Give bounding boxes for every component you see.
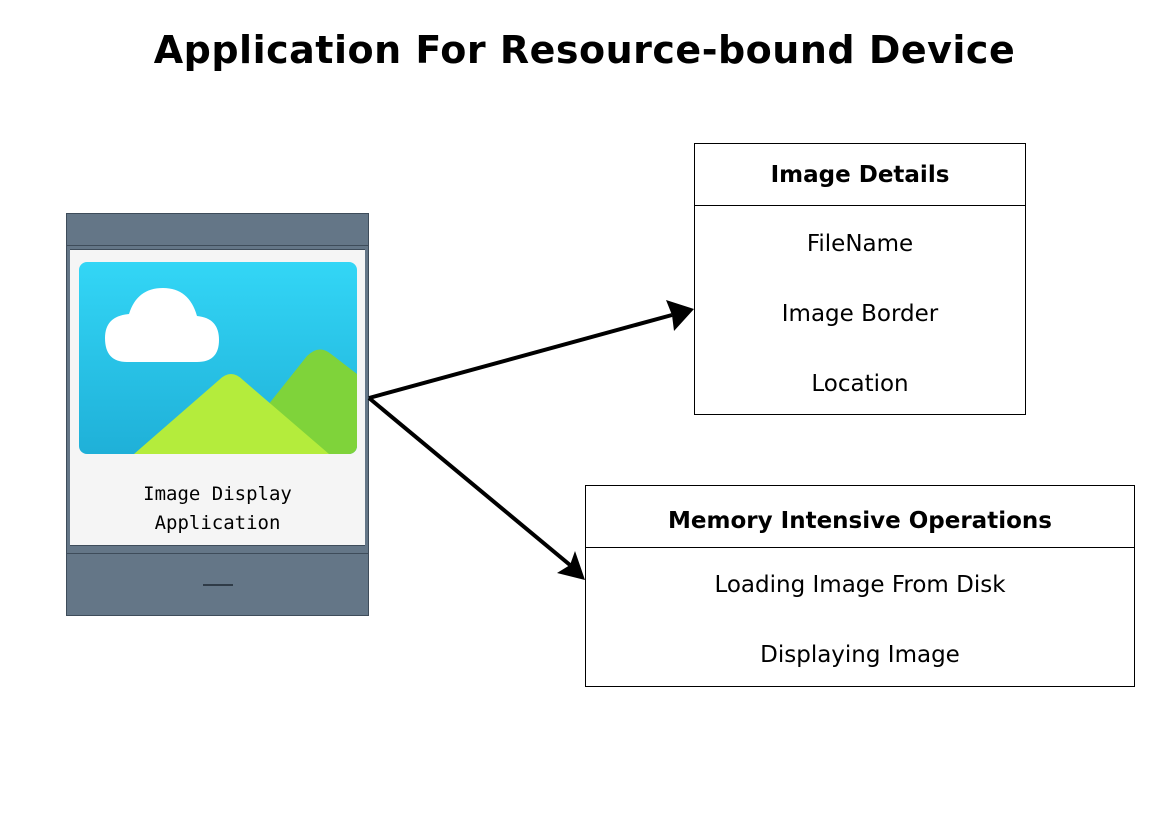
device-top-divider xyxy=(67,245,368,246)
arrowhead-image-details-icon xyxy=(666,300,694,331)
arrow-to-memory-operations xyxy=(367,396,572,567)
image-details-item-location: Location xyxy=(811,371,909,397)
diagram-title: Application For Resource-bound Device xyxy=(153,28,1016,72)
device-app-label: Image Display Application xyxy=(143,483,292,534)
front-mountain xyxy=(134,374,329,454)
image-details-box: Image Details FileName Image Border Loca… xyxy=(694,143,1026,415)
arrowhead-memory-operations-icon xyxy=(557,551,585,580)
image-landscape-icon xyxy=(79,262,357,454)
image-details-item-filename: FileName xyxy=(806,231,914,257)
memory-operations-header: Memory Intensive Operations xyxy=(586,486,1134,548)
device-screen: Image Display Application xyxy=(70,249,365,546)
image-details-item-border: Image Border xyxy=(781,301,939,327)
memory-operations-item-displaying: Displaying Image xyxy=(760,642,960,668)
arrow-to-image-details xyxy=(368,313,673,400)
cloud-shape xyxy=(105,288,219,362)
image-details-header: Image Details xyxy=(695,144,1025,206)
home-button-icon xyxy=(203,584,233,586)
device-bottom-divider xyxy=(67,553,368,554)
mobile-device: Image Display Application xyxy=(66,213,369,616)
memory-operations-item-loading: Loading Image From Disk xyxy=(714,572,1006,598)
memory-operations-box: Memory Intensive Operations Loading Imag… xyxy=(585,485,1135,687)
